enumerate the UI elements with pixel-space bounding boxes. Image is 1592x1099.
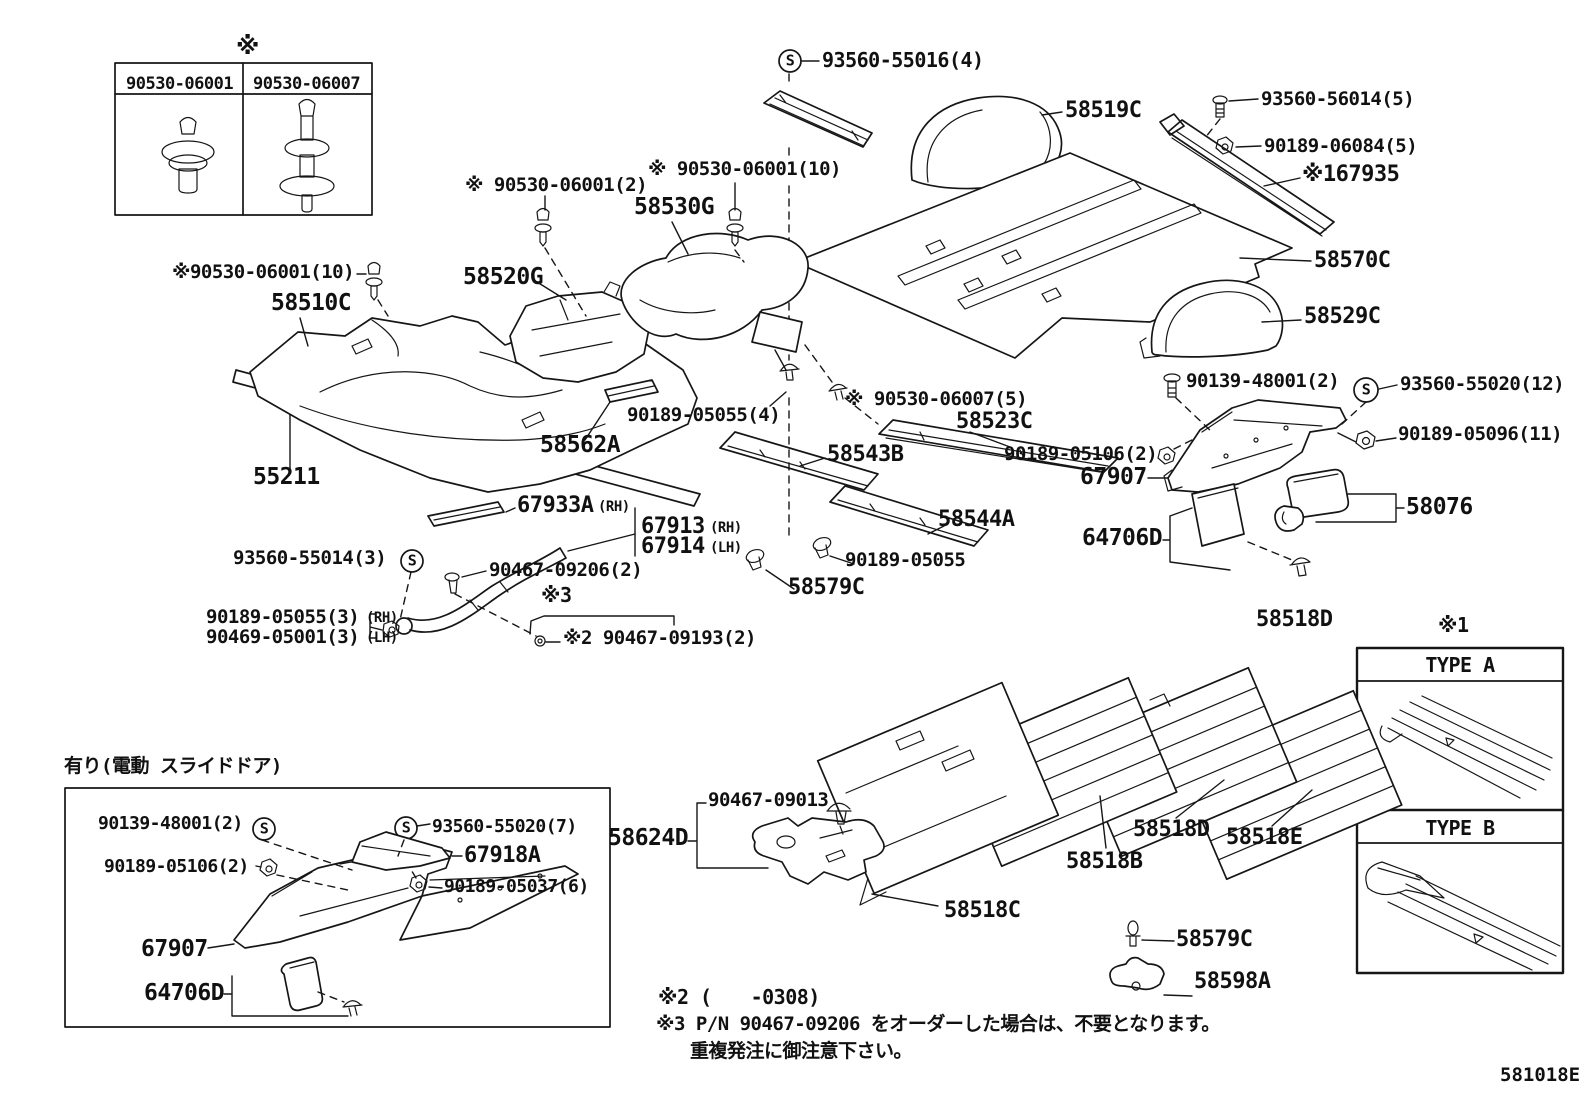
part-58518E: 58518E xyxy=(1226,825,1303,850)
ref-marker-top-box: ※ xyxy=(236,32,259,60)
part-55211: 55211 xyxy=(253,464,320,490)
suffix-05055-rh: (RH) xyxy=(366,610,398,626)
part-90139-48001: 90139-48001(2) xyxy=(1186,370,1340,392)
wheel-house-58529C xyxy=(1139,279,1302,359)
box-64706D: 64706D xyxy=(144,980,225,1006)
part-58520G: 58520G xyxy=(463,264,544,290)
part-58544A: 58544A xyxy=(938,507,1015,532)
suffix-05001-lh: (LH) xyxy=(366,630,398,646)
note-3b: 重複発注に御注意下さい。 xyxy=(690,1040,913,1062)
powered-door-caption: 有り(電動 スライドドア) xyxy=(64,755,282,777)
marker-1: ※1 xyxy=(1438,613,1469,637)
part-58076: 58076 xyxy=(1406,494,1473,520)
part-67914: 67914 xyxy=(641,534,705,559)
part-58543B: 58543B xyxy=(827,442,904,467)
part-93560-55014: 93560-55014(3) xyxy=(233,547,387,569)
bracket-58076-group xyxy=(1162,468,1405,577)
part-67933A: 67933A xyxy=(517,493,594,518)
part-90189-05055-4: 90189-05055(4) xyxy=(627,404,781,426)
part-90467-09206: 90467-09206(2) xyxy=(489,559,643,581)
part-93560-55016: 93560-55016(4) xyxy=(822,48,984,72)
strip-58523C xyxy=(828,383,1119,473)
fastener-col-90530-06001: 90530-06001 xyxy=(126,74,234,94)
powered-door-box xyxy=(64,787,611,1028)
s-symbol-box1: S xyxy=(259,819,269,838)
part-58570C: 58570C xyxy=(1314,248,1391,273)
part-90467-09193: ※2 90467-09193(2) xyxy=(563,627,757,649)
part-58518D: 58518D xyxy=(1133,817,1210,842)
part-90189-05055: 90189-05055 xyxy=(845,549,966,571)
suffix-67913-rh: (RH) xyxy=(710,520,742,536)
handle-assembly xyxy=(369,501,675,647)
s-symbol-right: S xyxy=(1361,380,1371,399)
part-58529C: 58529C xyxy=(1304,304,1381,329)
part-58518B: 58518B xyxy=(1066,849,1143,874)
strip-58562A xyxy=(584,379,659,441)
part-58519C: 58519C xyxy=(1065,98,1142,123)
strip-58544A xyxy=(829,485,989,547)
duct-58530G xyxy=(620,182,833,383)
part-90530-06001-10-top: ※ 90530-06001(10) xyxy=(648,158,842,180)
part-58518D-type: 58518D xyxy=(1256,607,1333,632)
hook-58598A xyxy=(1109,956,1193,997)
bracket-58624D xyxy=(687,802,885,885)
box-90189-05037: 90189-05037(6) xyxy=(444,876,589,897)
part-93560-55020-12: 93560-55020(12) xyxy=(1400,373,1565,395)
part-58579C-mid: 58579C xyxy=(788,575,865,600)
box-67907: 67907 xyxy=(141,936,208,962)
clip-58579C-bottom xyxy=(1125,920,1175,947)
box-90139-48001: 90139-48001(2) xyxy=(98,813,243,834)
part-58510C: 58510C xyxy=(271,290,352,316)
type-a-title: TYPE A xyxy=(1425,653,1495,677)
part-90530-06001-10-left: ※90530-06001(10) xyxy=(172,261,355,283)
fastener-reference-box xyxy=(114,62,373,216)
part-67913: 67913 xyxy=(641,514,705,539)
part-90530-06007-5: ※ 90530-06007(5) xyxy=(845,388,1028,410)
s-symbol-handle: S xyxy=(407,551,417,570)
box-93560-55020-7: 93560-55020(7) xyxy=(432,816,577,837)
note-2: ※2 ( -0308) xyxy=(658,985,820,1009)
part-64706D: 64706D xyxy=(1082,525,1163,551)
part-90469-05001-3: 90469-05001(3) xyxy=(206,626,360,648)
s-symbol-top: S xyxy=(785,51,795,70)
part-67907: 67907 xyxy=(1080,464,1147,490)
part-93560-56014: 93560-56014(5) xyxy=(1261,88,1415,110)
suffix-67933A-rh: (RH) xyxy=(598,499,630,515)
suffix-67914-lh: (LH) xyxy=(710,540,742,556)
part-58624D: 58624D xyxy=(608,825,689,851)
part-90189-06084: 90189-06084(5) xyxy=(1264,135,1418,157)
grommets-mid xyxy=(745,536,855,590)
fastener-col-90530-06007: 90530-06007 xyxy=(253,74,361,94)
part-58579C-bottom: 58579C xyxy=(1176,927,1253,952)
part-90189-05096: 90189-05096(11) xyxy=(1398,423,1563,445)
trim-67907-right xyxy=(1147,373,1398,493)
part-90467-09013: 90467-09013 xyxy=(708,789,829,811)
part-90189-05106: 90189-05106(2) xyxy=(1004,443,1158,465)
floor-panels-58518 xyxy=(816,666,1403,907)
type-b-title: TYPE B xyxy=(1425,816,1495,840)
sill-167935 xyxy=(1159,95,1335,237)
part-90189-05055-3: 90189-05055(3) xyxy=(206,606,360,628)
part-90530-06001-2: ※ 90530-06001(2) xyxy=(465,174,648,196)
part-167935: ※167935 xyxy=(1302,162,1400,187)
part-58598A: 58598A xyxy=(1194,969,1271,994)
box-67918A: 67918A xyxy=(464,843,541,868)
part-58523C: 58523C xyxy=(956,409,1033,434)
part-58562A: 58562A xyxy=(540,432,621,458)
page-code: 581018E xyxy=(1500,1064,1581,1086)
box-90189-05106: 90189-05106(2) xyxy=(104,856,249,877)
insulator-58520G xyxy=(509,195,651,383)
marker-3: ※3 xyxy=(541,583,572,607)
note-3: ※3 P/N 90467-09206 をオーダーした場合は、不要となります。 xyxy=(656,1013,1220,1035)
part-58530G: 58530G xyxy=(634,194,715,220)
strip-58543B xyxy=(719,349,879,539)
s-symbol-box2: S xyxy=(401,818,411,837)
part-58518C: 58518C xyxy=(944,898,1021,923)
